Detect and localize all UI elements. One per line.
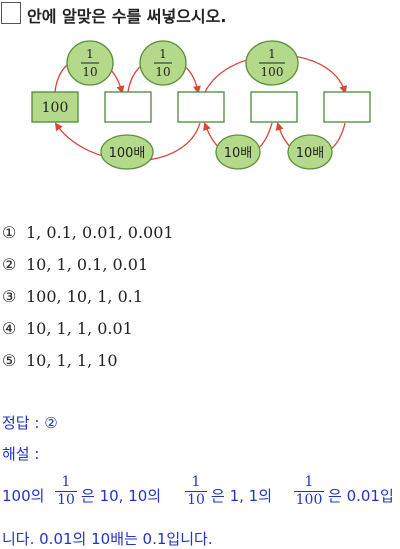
bottom-op-bubble-3: 10배 (287, 134, 333, 170)
option-text: 10, 1, 1, 10 (26, 351, 118, 370)
expl-segment-a: 100의 (2, 487, 45, 505)
bottom-op-bubble-2: 10배 (215, 134, 261, 170)
expl-segment-b: 은 10, 10의 (81, 487, 162, 505)
svg-text:1: 1 (268, 47, 276, 61)
option-text: 10, 1, 0.1, 0.01 (26, 255, 149, 274)
option-2[interactable]: ② 10, 1, 0.1, 0.01 (2, 255, 148, 274)
option-1[interactable]: ① 1, 0.1, 0.01, 0.001 (2, 223, 174, 242)
top-op-bubble-1: 1 10 (66, 40, 114, 86)
svg-text:1: 1 (159, 47, 167, 61)
start-value-box (31, 91, 79, 123)
option-text: 100, 10, 1, 0.1 (26, 287, 144, 306)
option-marker: ⑤ (2, 351, 17, 370)
explanation-label: 해설 : (2, 445, 40, 463)
expl-segment-c: 은 1, 1의 (211, 487, 272, 505)
svg-text:10: 10 (155, 65, 170, 79)
svg-text:10배: 10배 (224, 146, 253, 161)
flow-diagram: 100 1 10 1 10 1 100 100배 10배 10배 (31, 40, 371, 170)
answer-line: 정답 : ② (2, 412, 58, 433)
svg-text:10: 10 (82, 65, 97, 79)
svg-text:10배: 10배 (296, 146, 325, 161)
option-marker: ② (2, 255, 17, 274)
svg-text:1: 1 (86, 47, 94, 61)
option-marker: ① (2, 223, 17, 242)
start-value-text: 100 (42, 100, 69, 116)
explanation-line-2: 니다. 0.01의 10배는 0.1입니다. (2, 530, 213, 548)
blank-box-1[interactable] (104, 91, 152, 123)
option-5[interactable]: ⑤ 10, 1, 1, 10 (2, 351, 118, 370)
question-header: 안에 알맞은 수를 써넣으시오. (0, 0, 400, 30)
svg-text:100: 100 (261, 65, 284, 79)
blank-box-2[interactable] (177, 91, 225, 123)
option-text: 1, 0.1, 0.01, 0.001 (26, 223, 174, 242)
answer-label: 정답 : (2, 414, 40, 432)
blank-box-3[interactable] (250, 91, 298, 123)
top-op-bubble-3: 1 100 (245, 40, 299, 86)
blank-box-4[interactable] (323, 91, 371, 123)
blank-box-icon (1, 2, 21, 24)
option-text: 10, 1, 1, 0.01 (26, 319, 133, 338)
option-marker: ③ (2, 287, 17, 306)
option-4[interactable]: ④ 10, 1, 1, 0.01 (2, 319, 133, 338)
expl-segment-d: 은 0.01입 (328, 487, 394, 505)
svg-text:100배: 100배 (109, 146, 146, 161)
option-3[interactable]: ③ 100, 10, 1, 0.1 (2, 287, 143, 306)
option-marker: ④ (2, 319, 17, 338)
answer-value: ② (44, 414, 58, 432)
top-op-bubble-2: 1 10 (139, 40, 187, 86)
question-text: 안에 알맞은 수를 써넣으시오. (27, 7, 227, 26)
bottom-op-bubble-1: 100배 (100, 134, 154, 170)
